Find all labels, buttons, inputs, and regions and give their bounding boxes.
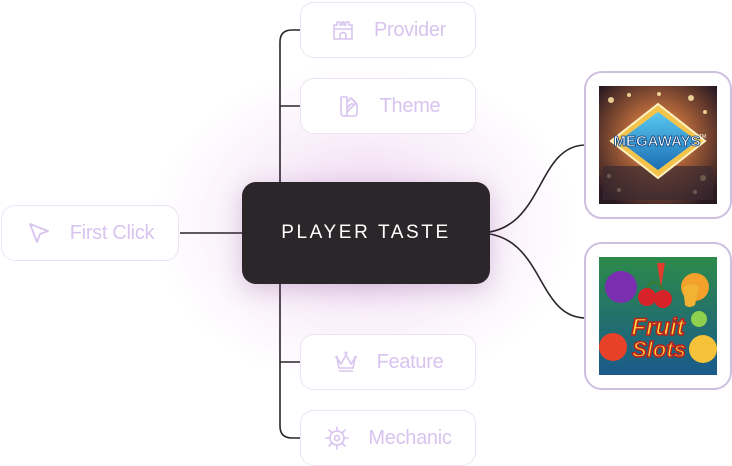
connector-provider	[279, 29, 300, 182]
branch-feature[interactable]: Feature	[300, 334, 476, 390]
fruit-slots-game-thumbnail: Fruit Slots	[599, 257, 717, 375]
first-click-label: First Click	[69, 221, 155, 244]
megaways-game-card[interactable]: MEGAWAYS TM	[584, 71, 732, 219]
megaways-game-thumbnail: MEGAWAYS TM	[599, 86, 717, 204]
branch-mechanic[interactable]: Mechanic	[300, 410, 476, 466]
fruit-slots-title-line1: Fruit	[631, 314, 685, 341]
branch-theme-label: Theme	[379, 94, 441, 117]
player-taste-label: PLAYER TASTE	[281, 222, 451, 243]
branch-theme[interactable]: Theme	[300, 78, 476, 134]
branch-provider[interactable]: Provider	[300, 2, 476, 58]
castle-icon	[330, 17, 356, 43]
fruit-slots-game-card[interactable]: Fruit Slots	[584, 242, 732, 390]
fruit-slots-title-line2: Slots	[632, 337, 686, 362]
first-click-node[interactable]: First Click	[1, 205, 179, 261]
megaways-trademark: TM	[699, 134, 706, 140]
gear-icon	[324, 425, 350, 451]
branch-feature-label: Feature	[376, 350, 444, 373]
branch-provider-label: Provider	[373, 18, 447, 41]
connector-megaways	[477, 144, 587, 234]
crown-icon	[333, 349, 359, 375]
connector-mechanic	[279, 284, 300, 439]
player-taste-node[interactable]: PLAYER TASTE	[242, 182, 490, 284]
cursor-arrow-icon	[26, 220, 52, 246]
connector-fruit-slots	[477, 232, 587, 319]
megaways-title: MEGAWAYS	[614, 133, 701, 150]
branch-mechanic-label: Mechanic	[368, 426, 452, 449]
palette-icon	[336, 93, 362, 119]
